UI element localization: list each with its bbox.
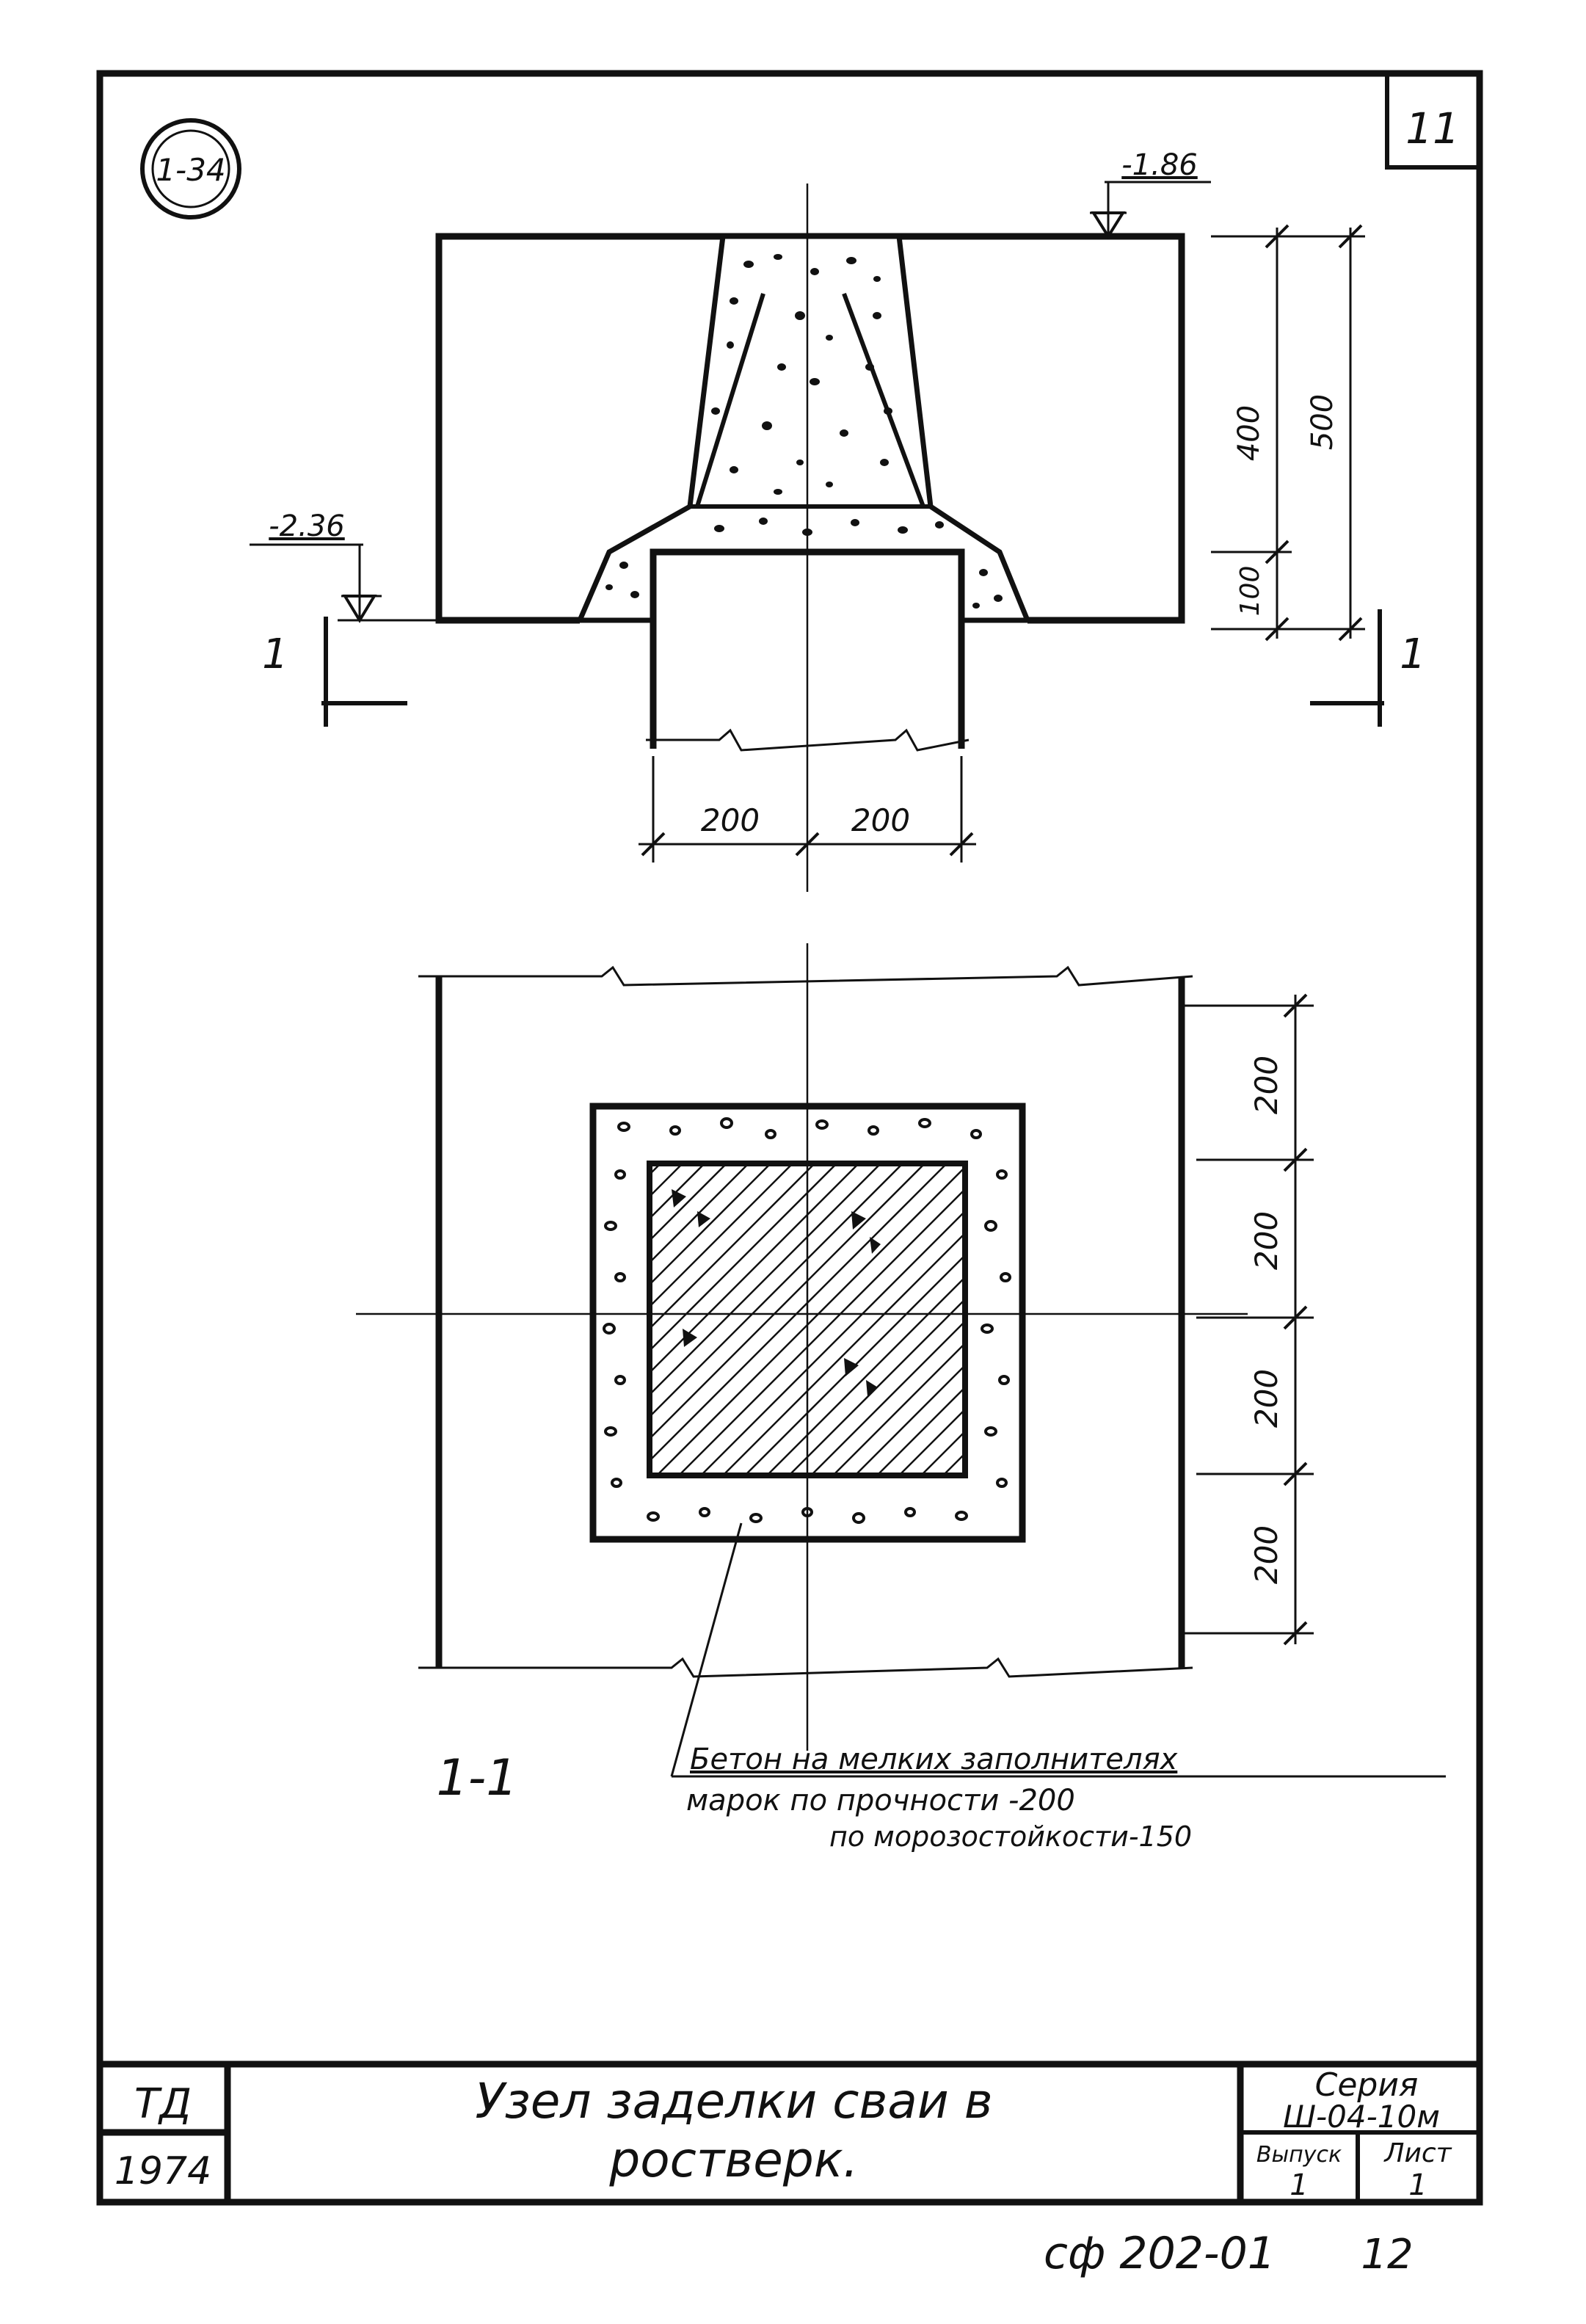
series-label: Серия bbox=[1315, 2066, 1419, 2104]
sheet-value: 1 bbox=[1408, 2168, 1427, 2202]
grout-ring-aggregate bbox=[603, 1117, 1011, 1524]
issue-label: Выпуск bbox=[1256, 2142, 1342, 2168]
section-mark-left-text: 1 bbox=[262, 631, 288, 678]
elevation-dimensions-bottom: 200 200 bbox=[639, 756, 976, 863]
node-marker-text: 1-34 bbox=[156, 152, 225, 188]
dim-200-left: 200 bbox=[701, 802, 760, 838]
level-top-text: -1.86 bbox=[1121, 148, 1198, 182]
elevation-view: -1.86 -2.36 1 1 bbox=[250, 148, 1426, 892]
plan-dim-3: 200 bbox=[1248, 1369, 1284, 1428]
section-mark-left: 1 bbox=[262, 617, 407, 727]
dim-200-right: 200 bbox=[851, 802, 910, 838]
title-line-2: ростверк. bbox=[608, 2132, 858, 2188]
level-bottom-text: -2.36 bbox=[269, 509, 345, 543]
note-line-2: марок по прочности -200 bbox=[686, 1784, 1075, 1818]
issue-value: 1 bbox=[1289, 2168, 1308, 2202]
node-marker: 1-34 bbox=[140, 118, 241, 219]
material-note: Бетон на мелких заполнителях марок по пр… bbox=[670, 1522, 1446, 1853]
page-number: 12 bbox=[1361, 2231, 1413, 2278]
series-value: Ш-04-10м bbox=[1283, 2099, 1440, 2135]
pile-hatching bbox=[650, 1163, 965, 1475]
elevation-dimensions-right: 400 500 100 bbox=[1211, 224, 1365, 642]
dim-400: 400 bbox=[1232, 405, 1266, 461]
dim-500: 500 bbox=[1306, 394, 1339, 450]
plan-dim-2: 200 bbox=[1248, 1211, 1284, 1270]
title-year: 1974 bbox=[114, 2149, 211, 2193]
note-line-1: Бетон на мелких заполнителях bbox=[690, 1743, 1178, 1776]
archive-code: сф 202-01 bbox=[1044, 2228, 1276, 2279]
plan-section: 200 200 200 200 1-1 Бетон на мелких запо… bbox=[356, 943, 1446, 1853]
sheet-number-badge: 11 bbox=[1385, 73, 1480, 170]
note-line-3: по морозостойкости-150 bbox=[829, 1820, 1192, 1853]
section-mark-right-text: 1 bbox=[1400, 631, 1426, 678]
title-line-1: Узел заделки сваи в bbox=[475, 2073, 992, 2129]
dim-100: 100 bbox=[1235, 566, 1265, 617]
plan-dimensions-right: 200 200 200 200 bbox=[1182, 993, 1314, 1646]
grout-aggregate bbox=[605, 254, 1003, 609]
plan-dim-1: 200 bbox=[1248, 1056, 1284, 1114]
level-mark-top: -1.86 bbox=[1090, 148, 1211, 239]
sheet-frame bbox=[96, 70, 1483, 2206]
section-label: 1-1 bbox=[436, 1749, 517, 1807]
section-mark-right: 1 bbox=[1310, 609, 1426, 727]
level-mark-bottom: -2.36 bbox=[250, 509, 439, 623]
title-block: ТД 1974 Узел заделки сваи в ростверк. Се… bbox=[100, 2060, 1480, 2202]
title-org: ТД bbox=[134, 2080, 192, 2128]
sheet-label: Лист bbox=[1383, 2138, 1452, 2168]
sheet-badge-text: 11 bbox=[1405, 104, 1460, 153]
plan-dim-4: 200 bbox=[1248, 1525, 1284, 1584]
